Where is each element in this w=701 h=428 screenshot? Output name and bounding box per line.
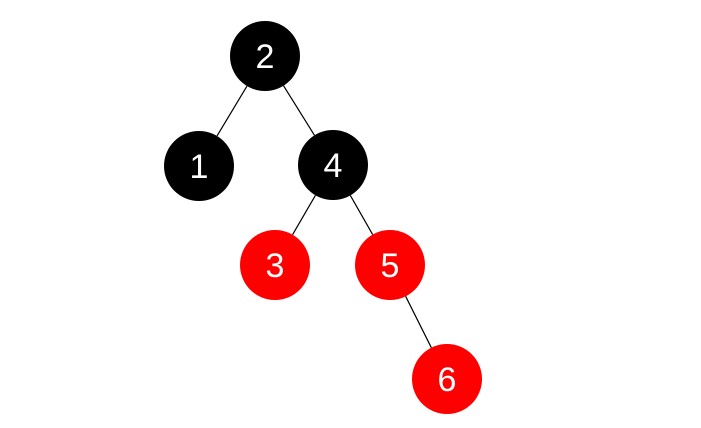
node-5: 5	[355, 230, 425, 300]
node-label-4: 4	[324, 147, 343, 185]
node-4: 4	[298, 130, 368, 200]
edge-4-3	[292, 194, 316, 236]
nodes-layer: 2 1 4 3 5 6	[164, 21, 482, 414]
node-circle-3	[240, 230, 310, 300]
node-label-6: 6	[438, 361, 457, 399]
node-circle-2	[230, 21, 300, 91]
node-circle-4	[298, 130, 368, 200]
node-circle-6	[412, 344, 482, 414]
node-2: 2	[230, 21, 300, 91]
node-label-2: 2	[256, 38, 275, 76]
node-6: 6	[412, 344, 482, 414]
edge-2-1	[216, 85, 248, 137]
node-3: 3	[240, 230, 310, 300]
node-1: 1	[164, 131, 234, 201]
edges-layer	[216, 85, 432, 348]
edge-2-4	[283, 85, 315, 136]
node-label-3: 3	[266, 247, 285, 285]
node-label-5: 5	[381, 247, 400, 285]
node-label-1: 1	[190, 148, 209, 186]
edge-4-5	[349, 195, 374, 235]
edge-5-6	[405, 296, 432, 348]
node-circle-5	[355, 230, 425, 300]
node-circle-1	[164, 131, 234, 201]
